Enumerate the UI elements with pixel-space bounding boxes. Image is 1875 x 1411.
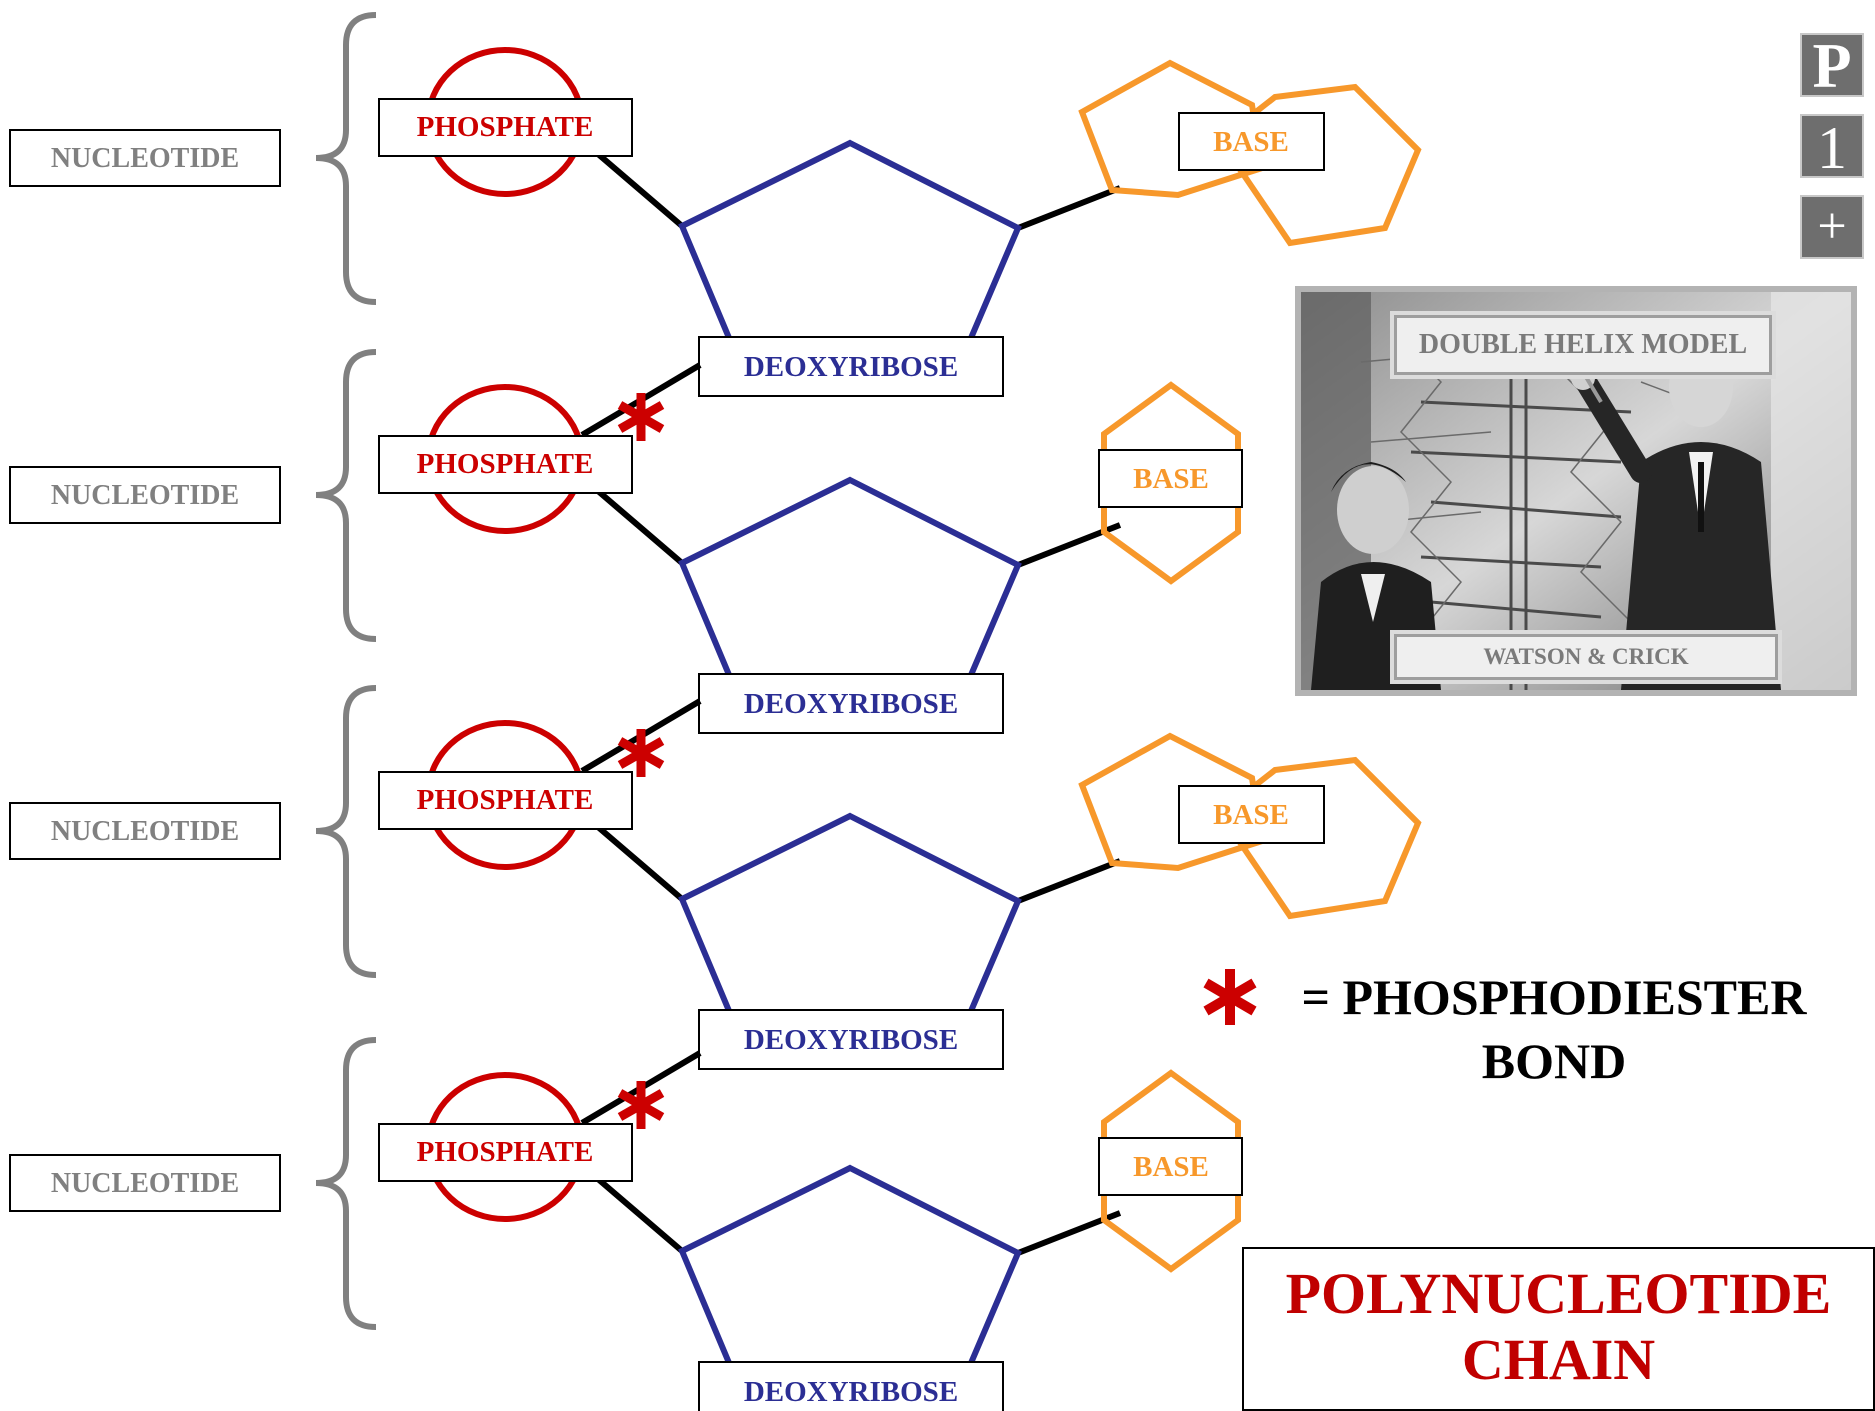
chain-title-line-1: POLYNUCLEOTIDE [1285,1261,1832,1326]
add-button[interactable]: + [1800,195,1864,259]
phosphodiester-star-icon [617,729,665,777]
deoxyribose-label-box [698,1009,1004,1070]
phosphate-label-box [378,1123,633,1182]
sugar-base-bond [1016,858,1122,904]
nucleotide-brace [315,349,377,642]
legend-line-1: = PHOSPHODIESTER [1301,969,1807,1025]
deoxyribose-pentagon [678,1164,1022,1373]
nucleotide-label-box [9,802,281,860]
deoxyribose-label: DEOXYRIBOSE [744,688,958,720]
sugar-base-bond [1016,185,1122,231]
nucleotide-label-box [9,1154,281,1212]
base-label-box [1178,785,1325,844]
phosphate-sugar-bond [596,1176,684,1254]
phosphodiester-star-icon [617,393,665,441]
base-ring [1101,1069,1241,1273]
phosphodiester-star-icon [617,1081,665,1129]
base-label-box [1178,112,1325,171]
base-label: BASE [1133,1151,1209,1183]
nucleotide-brace [315,1037,377,1330]
base-label: BASE [1133,463,1209,495]
legend-text: = PHOSPHODIESTER BOND [1274,965,1834,1093]
deoxyribose-label-box [698,1361,1004,1411]
nucleotide-label: NUCLEOTIDE [51,816,239,847]
phosphate-label: PHOSPHATE [417,111,594,143]
phosphate-label: PHOSPHATE [417,448,594,480]
nucleotide-label: NUCLEOTIDE [51,480,239,511]
deoxyribose-label-box [698,336,1004,397]
deoxyribose-pentagon [678,812,1022,1021]
nucleotide-label-box [9,466,281,524]
asterisk-icon [1203,969,1257,1025]
nucleotide-brace [315,12,377,305]
base-label-box [1098,1137,1243,1196]
p-button[interactable]: P [1800,33,1864,98]
base-label: BASE [1213,126,1289,158]
nucleotide-label: NUCLEOTIDE [51,143,239,174]
photo-title: DOUBLE HELIX MODEL [1394,315,1772,375]
phosphate-label-box [378,98,633,157]
phosphate-sugar-bond [596,824,684,902]
base-ring-right [1215,83,1422,247]
base-label: BASE [1213,799,1289,831]
base-ring-right [1215,756,1422,920]
chain-title: POLYNUCLEOTIDE CHAIN [1242,1247,1875,1411]
base-ring [1101,381,1241,585]
nucleotide-label: NUCLEOTIDE [51,1168,239,1199]
deoxyribose-label: DEOXYRIBOSE [744,351,958,383]
photo-caption: WATSON & CRICK [1394,634,1778,680]
phosphate-label: PHOSPHATE [417,784,594,816]
deoxyribose-label: DEOXYRIBOSE [744,1024,958,1056]
phosphate-label-box [378,435,633,494]
nucleotide-brace [315,685,377,978]
base-label-box [1098,449,1243,508]
phosphate-label: PHOSPHATE [417,1136,594,1168]
phosphate-sugar-bond [596,488,684,566]
deoxyribose-label: DEOXYRIBOSE [744,1376,958,1408]
nucleotide-label-box [9,129,281,187]
watson-crick-photo: DOUBLE HELIX MODEL WATSON & CRICK [1295,286,1857,696]
page-one-button[interactable]: 1 [1800,114,1864,180]
phosphate-sugar-bond [596,151,684,229]
phosphate-label-box [378,771,633,830]
deoxyribose-pentagon [678,476,1022,685]
deoxyribose-pentagon [678,139,1022,348]
legend-line-2: BOND [1481,1033,1627,1089]
chain-title-line-2: CHAIN [1461,1327,1656,1392]
